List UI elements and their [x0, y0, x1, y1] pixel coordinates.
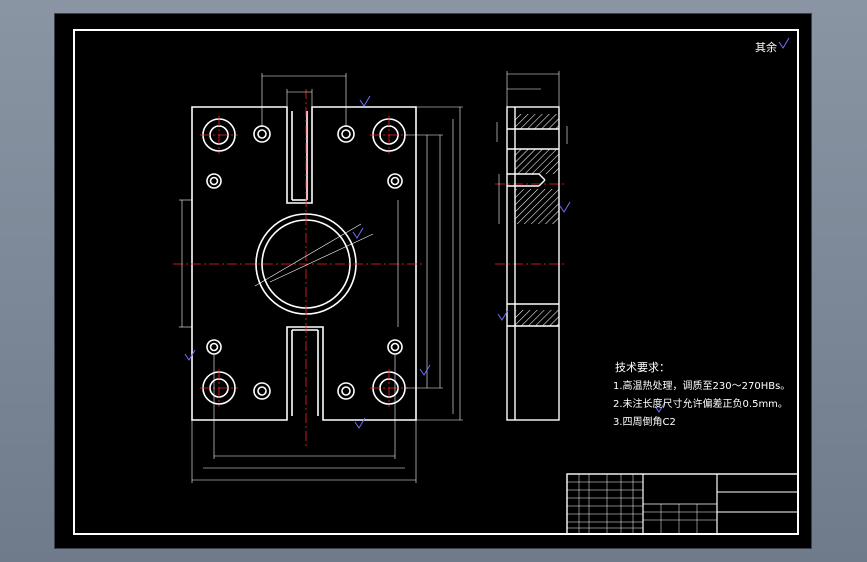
roughness-note-label: 其余 — [755, 40, 777, 54]
tech-requirements: 技术要求： 1.高温热处理，调质至230～270HBs。 2.未注长度尺寸允许偏… — [613, 361, 790, 428]
front-view — [191, 106, 417, 421]
title-block — [566, 473, 799, 535]
tech-requirement-1: 1.高温热处理，调质至230～270HBs。 — [613, 379, 790, 392]
section-hatching — [515, 114, 559, 326]
tech-requirement-3: 3.四周倒角C2 — [613, 416, 676, 428]
roughness-marks — [184, 37, 790, 429]
drawing-sheet[interactable]: 其余 技术要求： 1.高温热处理，调质至230～270HBs。 2.未注长度尺寸… — [55, 14, 811, 548]
tech-requirement-2: 2.未注长度尺寸允许偏差正负0.5mm。 — [613, 397, 788, 410]
drawing-frame — [73, 29, 799, 535]
tech-requirements-title: 技术要求： — [615, 361, 670, 374]
side-dimension-lines — [496, 71, 568, 224]
drawing-canvas[interactable]: 其余 技术要求： 1.高温热处理，调质至230～270HBs。 2.未注长度尺寸… — [55, 14, 811, 548]
dimension-lines — [179, 73, 463, 483]
centerlines — [173, 89, 567, 446]
